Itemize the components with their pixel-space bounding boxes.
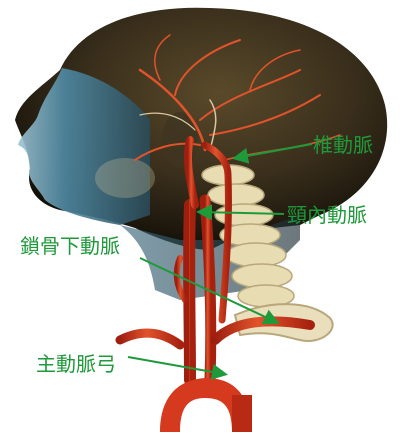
internal-carotid-label: 頸內動脈 <box>287 204 367 226</box>
descending-aorta <box>232 395 252 432</box>
jaw-bone <box>95 158 155 198</box>
vertebral-artery-label: 椎動脈 <box>313 134 373 156</box>
aortic-arch-label: 主動脈弓 <box>36 353 116 375</box>
left-common-carotid <box>189 205 190 380</box>
left-subclavian <box>120 333 180 345</box>
subclavian-artery-label: 鎖骨下動脈 <box>20 235 120 257</box>
